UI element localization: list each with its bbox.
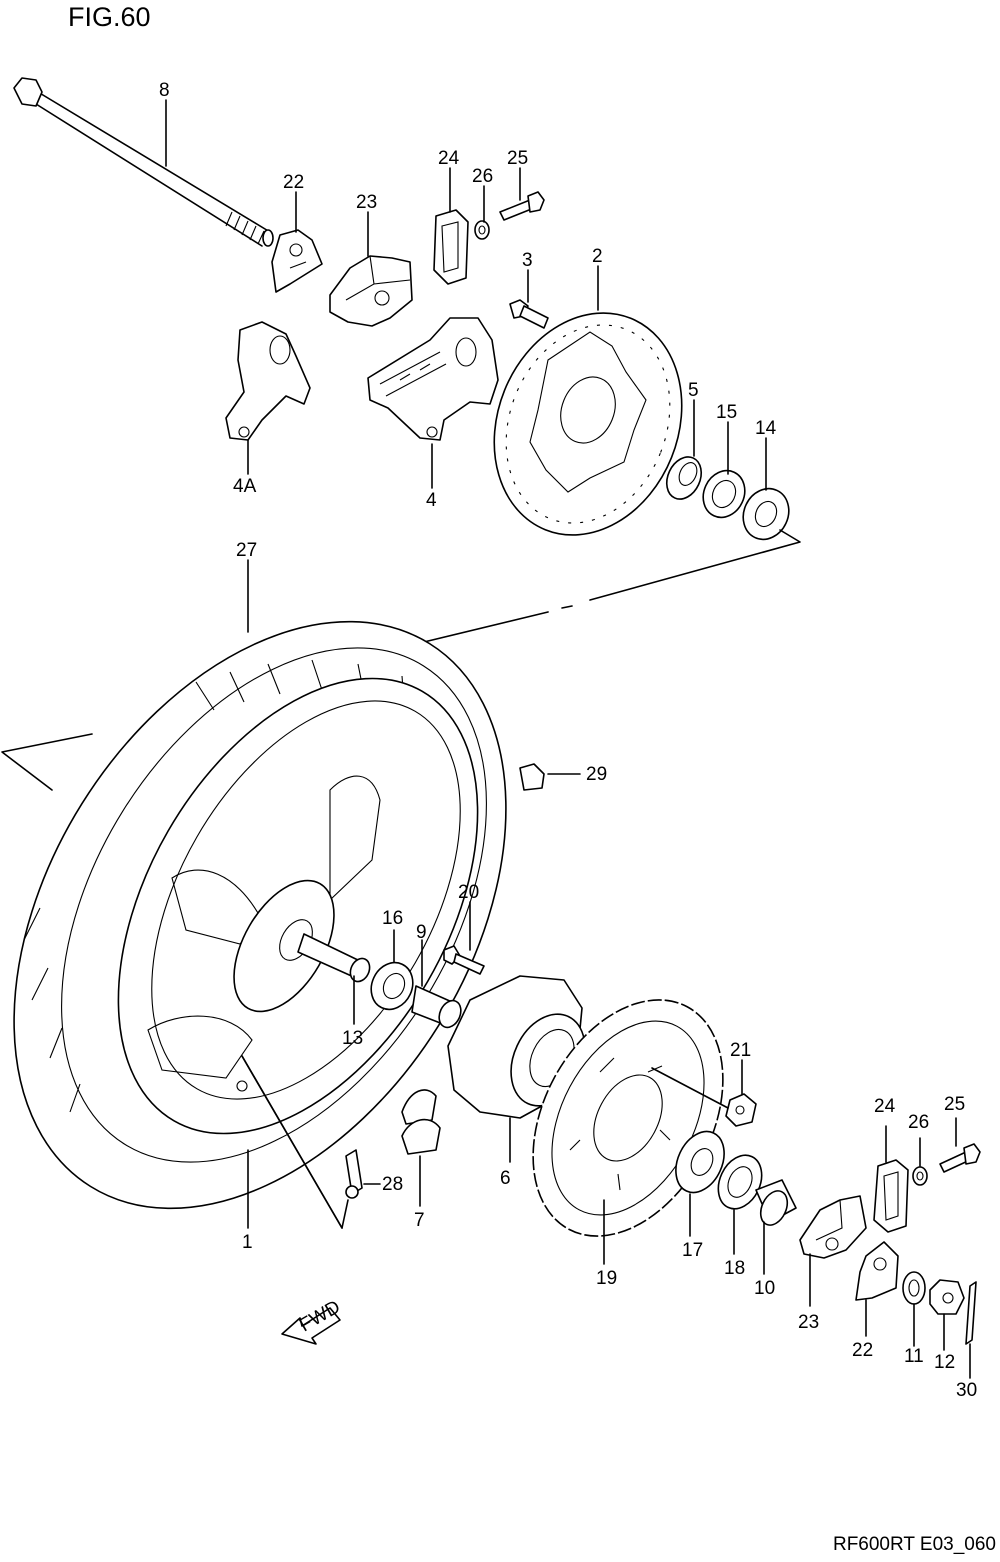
bolt-part-20[interactable] <box>443 945 485 975</box>
callout-22-top: 22 <box>283 172 304 193</box>
callout-12: 12 <box>934 1352 955 1373</box>
callout-7: 7 <box>414 1210 425 1231</box>
callout-26-top: 26 <box>472 166 493 187</box>
washer-part-11[interactable] <box>902 1271 926 1305</box>
bolt-part-25-bottom[interactable] <box>939 1143 981 1173</box>
callout-23-top: 23 <box>356 192 377 213</box>
figure-title: FIG.60 <box>68 2 151 32</box>
callout-24-top: 24 <box>438 148 460 169</box>
callout-26-bottom: 26 <box>908 1112 929 1133</box>
callout-2: 2 <box>592 246 603 267</box>
callout-11: 11 <box>904 1346 924 1367</box>
adjuster-part-23-top[interactable] <box>329 255 413 327</box>
callout-3: 3 <box>522 250 533 271</box>
brake-disc-part-2[interactable] <box>462 285 714 564</box>
bearing-part-14[interactable] <box>735 481 797 547</box>
leader-lines <box>165 99 971 1379</box>
callout-28: 28 <box>382 1174 403 1195</box>
washer-part-26-bottom[interactable] <box>912 1166 928 1186</box>
callout-14: 14 <box>755 418 777 439</box>
callout-27: 27 <box>236 540 257 561</box>
axle-part-8[interactable] <box>13 77 274 247</box>
callout-25-top: 25 <box>507 148 528 169</box>
callout-4a: 4A <box>233 476 257 497</box>
cotter-pin-part-30[interactable] <box>965 1281 977 1345</box>
adjuster-part-23-bottom[interactable] <box>799 1195 867 1259</box>
collar-part-13[interactable] <box>297 933 373 985</box>
spacer-part-9[interactable] <box>411 985 465 1031</box>
callout-20: 20 <box>458 882 479 903</box>
figure-code: RF600RT E03_060 <box>832 1534 996 1555</box>
bolt-part-25-top[interactable] <box>499 191 545 221</box>
callout-19: 19 <box>596 1268 617 1289</box>
explosion-line-disc <box>423 529 801 643</box>
forward-direction-arrow: FWD <box>281 1297 344 1345</box>
callout-17: 17 <box>682 1240 703 1261</box>
callout-23-bottom: 23 <box>798 1312 819 1333</box>
nut-part-21[interactable] <box>651 1067 757 1127</box>
callout-10: 10 <box>754 1278 775 1299</box>
callout-18: 18 <box>724 1258 745 1279</box>
plate-part-24-top[interactable] <box>433 209 469 285</box>
callout-16: 16 <box>382 908 403 929</box>
callout-labels: 8 22 23 24 26 25 3 2 5 15 14 4A 4 27 29 … <box>159 80 977 1401</box>
callout-24-bottom: 24 <box>874 1096 896 1117</box>
callout-21: 21 <box>730 1040 751 1061</box>
explosion-line-left <box>1 733 93 791</box>
callout-4: 4 <box>426 490 437 511</box>
caliper-bracket-part-4[interactable] <box>367 317 499 441</box>
callout-5: 5 <box>688 380 699 401</box>
spacer-part-10[interactable] <box>755 1179 797 1229</box>
torque-link-part-4a[interactable] <box>225 321 311 441</box>
wheel-part-1[interactable] <box>44 616 552 1196</box>
callout-29: 29 <box>586 764 607 785</box>
callout-15: 15 <box>716 402 737 423</box>
bearing-part-17[interactable] <box>667 1124 734 1201</box>
washer-part-26-top[interactable] <box>474 220 490 240</box>
chain-adjuster-part-22-top[interactable] <box>271 229 323 293</box>
chain-adjuster-part-22-bottom[interactable] <box>855 1241 899 1301</box>
oil-seal-part-15[interactable] <box>696 464 753 524</box>
callout-25-bottom: 25 <box>944 1094 965 1115</box>
callout-13: 13 <box>342 1028 363 1049</box>
castle-nut-part-12[interactable] <box>929 1279 965 1315</box>
callout-30: 30 <box>956 1380 977 1401</box>
spacer-part-5[interactable] <box>660 451 708 504</box>
callout-22-bottom: 22 <box>852 1340 873 1361</box>
callout-9: 9 <box>416 922 427 943</box>
bearing-part-16[interactable] <box>364 956 421 1016</box>
plate-part-24-bottom[interactable] <box>873 1159 909 1233</box>
callout-8: 8 <box>159 80 170 101</box>
callout-1: 1 <box>242 1232 253 1253</box>
valve-part-28[interactable] <box>345 1149 363 1199</box>
bolt-part-3[interactable] <box>509 299 549 329</box>
damper-part-7[interactable] <box>401 1089 441 1155</box>
callout-6: 6 <box>500 1168 511 1189</box>
balance-weight-part-29[interactable] <box>519 763 545 791</box>
